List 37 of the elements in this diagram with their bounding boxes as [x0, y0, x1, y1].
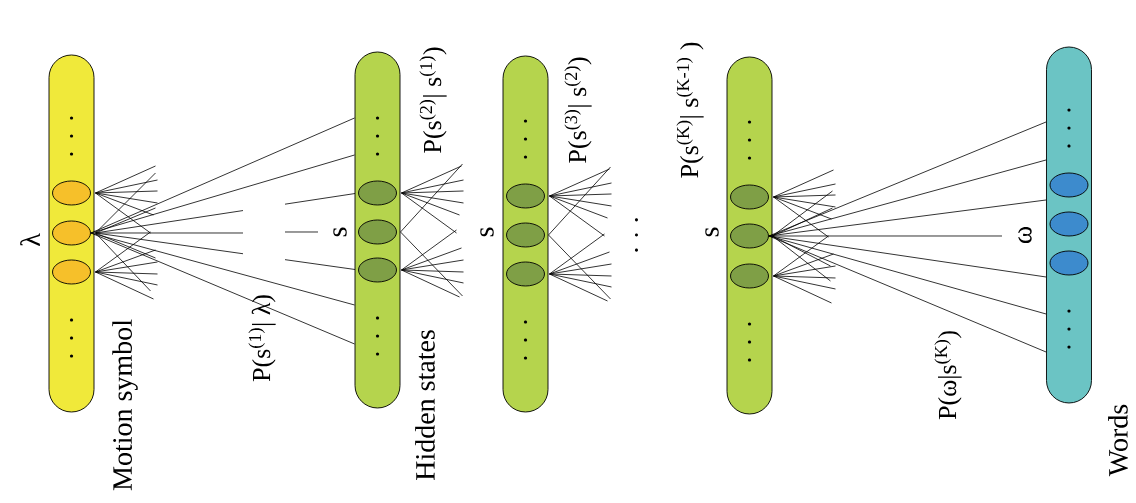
line	[768, 235, 1047, 353]
line	[90, 232, 355, 345]
state-ellipse	[730, 184, 769, 210]
state-ellipse	[358, 180, 397, 206]
variable-label: s	[333, 227, 347, 237]
state-ellipse	[506, 222, 545, 248]
state-ellipse	[52, 259, 91, 285]
state-ellipse	[358, 257, 397, 283]
column-label: Hidden states	[415, 330, 435, 480]
variable-label: s	[705, 227, 719, 237]
probability-label: P(ω|s$^{(K)}$)	[934, 331, 962, 420]
state-ellipse	[506, 261, 545, 287]
probability-label: P(s$^{(3)}$| s$^{(2)}$)	[564, 57, 592, 163]
state-ellipse	[1049, 211, 1089, 237]
state-ellipse	[730, 263, 769, 289]
variable-label: ω	[1018, 226, 1032, 244]
variable-label: s	[480, 227, 494, 237]
line	[90, 154, 355, 234]
probability-label: P(s$^{(1)}$| λ)	[248, 295, 276, 382]
line	[90, 117, 355, 234]
state-ellipse	[506, 183, 545, 209]
variable-label: λ	[20, 233, 40, 247]
state-ellipse	[52, 180, 91, 206]
probability-label: P(s$^{(K)}$| s$^{(K-1)}$ )	[676, 42, 704, 178]
state-ellipse	[358, 219, 397, 245]
line	[768, 235, 1047, 315]
state-ellipse	[52, 220, 91, 246]
column-label: Motion symbol	[112, 319, 138, 491]
state-ellipse	[730, 223, 769, 249]
probability-label: · · ·	[634, 218, 638, 252]
column-label: Words	[1108, 404, 1128, 477]
line	[90, 232, 355, 306]
state-ellipse	[1049, 250, 1089, 276]
probability-label: P(s$^{(2)}$| s$^{(1)}$)	[419, 47, 447, 153]
line	[768, 121, 1047, 237]
line	[768, 199, 1047, 237]
state-ellipse	[1049, 172, 1089, 198]
